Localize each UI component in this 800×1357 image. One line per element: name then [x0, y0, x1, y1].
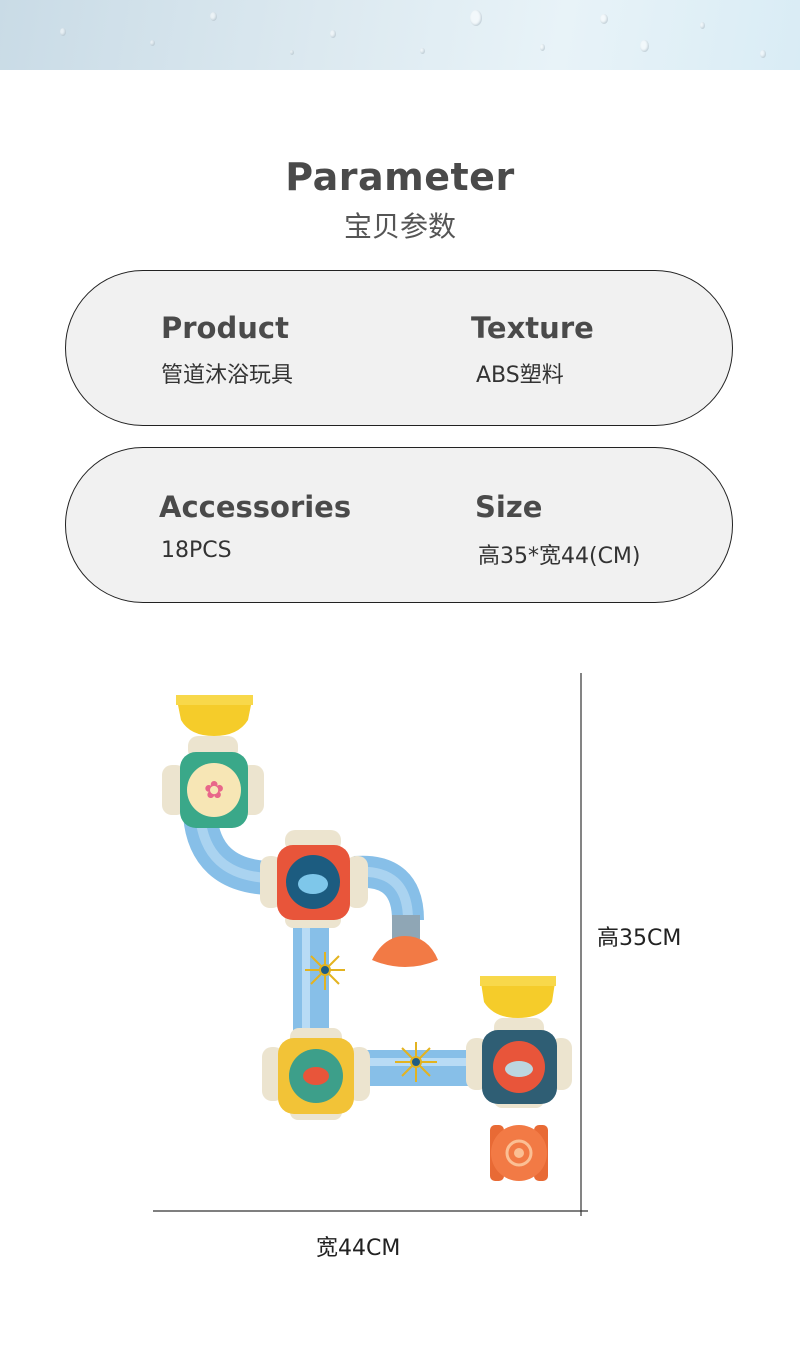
param-value-size: 高35*宽44(CM) [478, 544, 641, 569]
shower-head [372, 915, 438, 967]
param-value-texture: ABS塑料 [476, 363, 564, 388]
page-title: Parameter [285, 155, 515, 199]
product-illustration-area: ✿ [0, 640, 800, 1300]
water-drops-banner [0, 0, 800, 70]
param-label-size: Size [475, 490, 543, 524]
orange-water-wheel [490, 1125, 548, 1181]
page-subtitle: 宝贝参数 [343, 210, 456, 243]
param-value-accessories: 18PCS [161, 538, 232, 563]
param-label-product: Product [161, 311, 289, 345]
yellow-joint [262, 1028, 370, 1120]
yellow-cup-top [176, 695, 253, 736]
width-label: 宽44CM [316, 1236, 401, 1261]
param-card-1: Product 管道沐浴玩具 Texture ABS塑料 [65, 270, 733, 426]
param-label-accessories: Accessories [159, 490, 352, 524]
param-value-product: 管道沐浴玩具 [161, 363, 294, 388]
green-joint: ✿ [162, 736, 264, 828]
pinwheel-vertical [305, 952, 345, 990]
svg-text:✿: ✿ [204, 776, 224, 804]
yellow-cup-right [480, 976, 556, 1018]
navy-joint [466, 1018, 572, 1108]
height-label: 高35CM [597, 926, 682, 951]
bath-pipe-toy-image: ✿ [153, 673, 588, 1216]
red-joint [260, 830, 368, 928]
pinwheel-horizontal [395, 1042, 437, 1082]
param-card-2: Accessories 18PCS Size 高35*宽44(CM) [65, 447, 733, 603]
param-label-texture: Texture [471, 311, 594, 345]
